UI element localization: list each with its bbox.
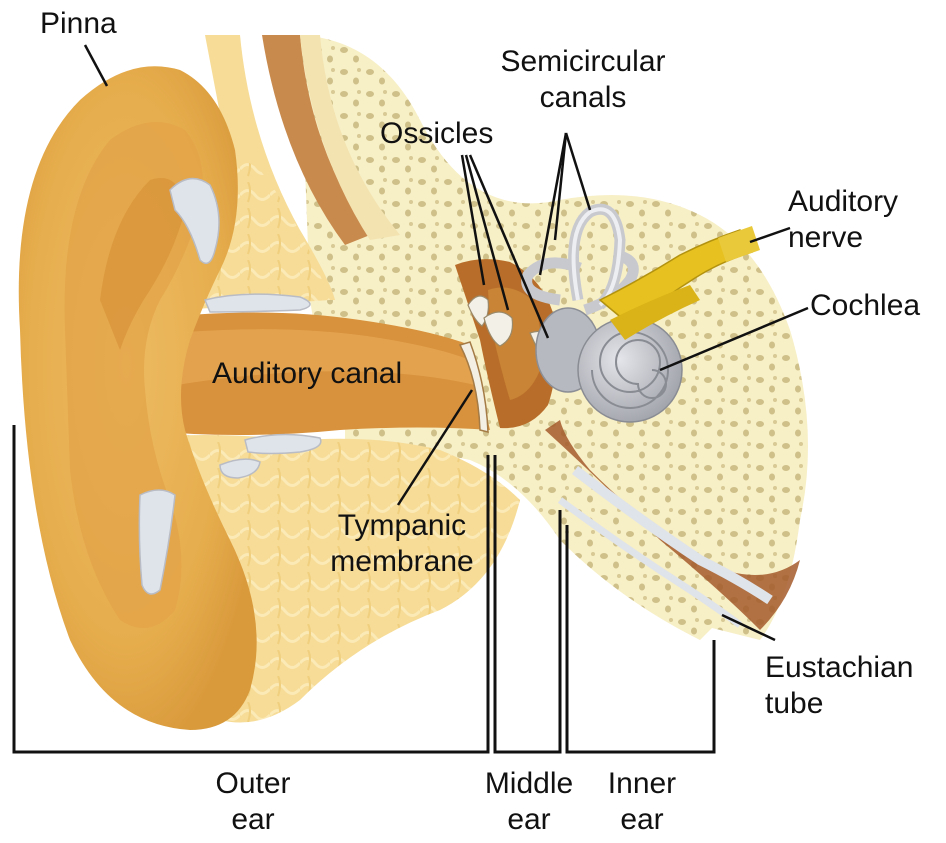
semicircular-line-2: canals — [478, 80, 688, 116]
label-cochlea: Cochlea — [810, 288, 920, 324]
label-outer-ear: Outer ear — [198, 766, 308, 838]
pinna-leader — [85, 45, 107, 86]
auditory-nerve-line-1: Auditory — [788, 184, 898, 220]
label-eustachian-tube: Eustachian tube — [765, 650, 913, 722]
inner-ear-line-2: ear — [592, 802, 692, 838]
label-auditory-nerve: Auditory nerve — [788, 184, 898, 256]
label-inner-ear: Inner ear — [592, 766, 692, 838]
label-pinna: Pinna — [40, 6, 117, 42]
semicircular-line-1: Semicircular — [478, 44, 688, 80]
label-ossicles: Ossicles — [380, 116, 493, 152]
auditory-nerve-line-2: nerve — [788, 220, 898, 256]
tympanic-line-1: Tympanic — [312, 508, 492, 544]
label-tympanic-membrane: Tympanic membrane — [312, 508, 492, 580]
tympanic-line-2: membrane — [312, 544, 492, 580]
label-middle-ear: Middle ear — [470, 766, 588, 838]
label-auditory-canal: Auditory canal — [212, 356, 402, 392]
inner-ear-line-1: Inner — [592, 766, 692, 802]
outer-ear-line-2: ear — [198, 802, 308, 838]
middle-ear-line-2: ear — [470, 802, 588, 838]
nerve-leader — [750, 228, 790, 242]
eustachian-line-1: Eustachian — [765, 650, 913, 686]
middle-ear-line-1: Middle — [470, 766, 588, 802]
label-semicircular-canals: Semicircular canals — [478, 44, 688, 116]
outer-ear-line-1: Outer — [198, 766, 308, 802]
eustachian-line-2: tube — [765, 686, 913, 722]
